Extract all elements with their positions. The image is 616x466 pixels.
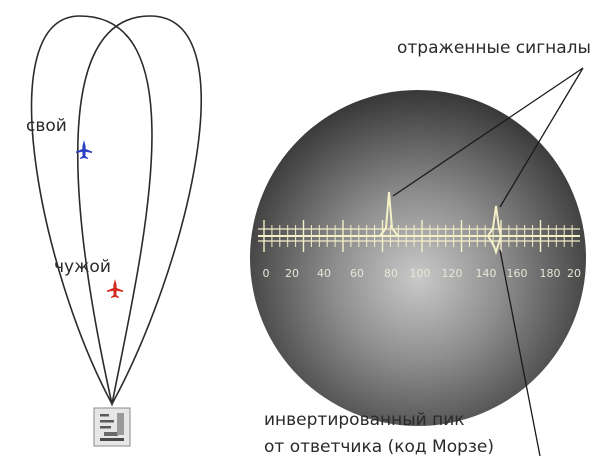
own-aircraft-label: свой (26, 116, 67, 136)
foreign-aircraft-label: чужой (54, 257, 111, 277)
tick-label: 140 (476, 267, 497, 280)
tick-label: 80 (384, 267, 398, 280)
callout-line-peak-2 (499, 67, 584, 208)
tick-label: 40 (317, 267, 331, 280)
callout-line-peak-1 (392, 67, 584, 197)
reflected-peak-2 (487, 205, 503, 256)
tick-label: 180 (540, 267, 561, 280)
airplane-icon (76, 140, 92, 159)
tick-label: 120 (442, 267, 463, 280)
antenna-lobes (30, 15, 202, 407)
radar-station-icon (93, 407, 131, 447)
tick-label: 60 (350, 267, 364, 280)
scope-screen (250, 90, 586, 426)
airplane-icon (107, 279, 123, 298)
tick-label: 160 (507, 267, 528, 280)
tick-label: 0 (263, 267, 270, 280)
scope-scale-ticks (263, 220, 573, 252)
reflected-peak-1 (379, 191, 399, 237)
transponder-label-line-2: от ответчика (код Морзе) (264, 437, 494, 457)
scope-scale-labels: 0 20 40 60 80 100 120 140 160 180 20 (263, 267, 582, 280)
tick-label: 20 (567, 267, 581, 280)
reflected-signals-label: отраженные сигналы (397, 38, 591, 58)
lobe-left (30, 15, 153, 407)
callout-line-transponder (499, 249, 541, 457)
transponder-label-line-1: инвертированный пик (264, 410, 465, 430)
tick-label: 20 (285, 267, 299, 280)
callout-lines (392, 67, 584, 457)
own-aircraft (76, 140, 92, 159)
tick-label: 100 (410, 267, 431, 280)
lobe-right (77, 15, 202, 407)
foreign-aircraft (107, 279, 123, 298)
radar-scope: 0 20 40 60 80 100 120 140 160 180 20 (250, 90, 586, 426)
